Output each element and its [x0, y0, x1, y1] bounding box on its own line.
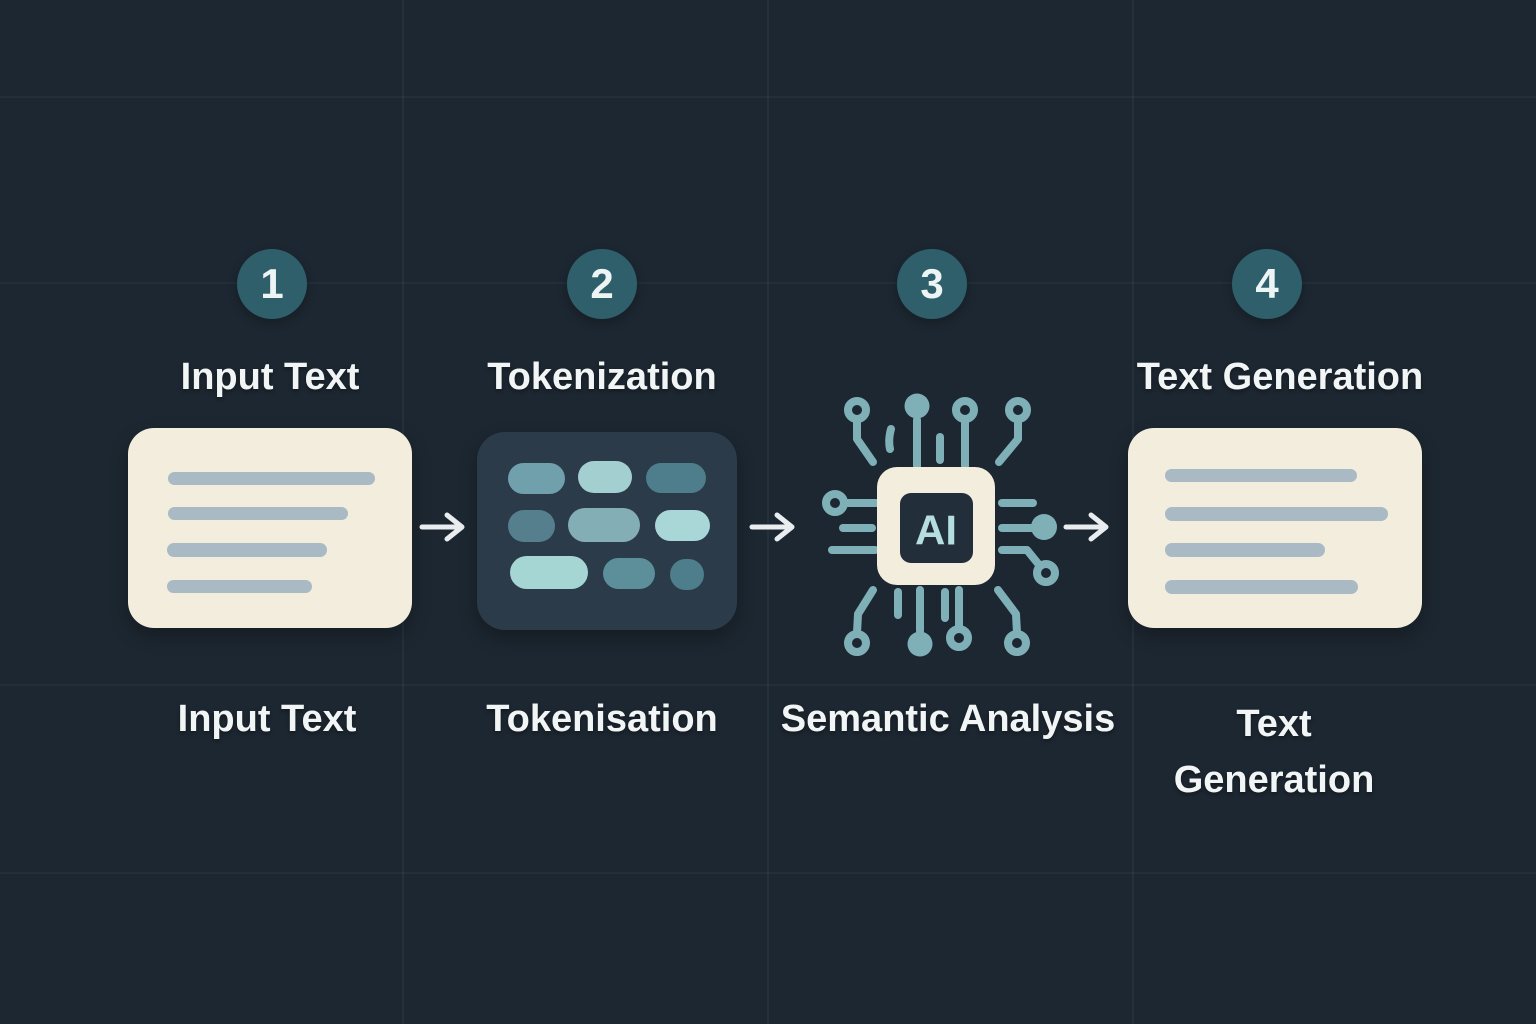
grid-line: [0, 684, 1536, 686]
step-top-label-text-generation: Text Generation: [1136, 356, 1424, 398]
text-line: [167, 580, 312, 593]
token-pill: [670, 559, 704, 590]
grid-line: [767, 0, 769, 1024]
document-card-icon: [128, 428, 412, 628]
token-pill: [508, 463, 565, 494]
ai-chip-icon: AI: [822, 393, 1059, 657]
step-number: 1: [260, 260, 284, 307]
grid-line: [0, 872, 1536, 874]
token-grid-icon: [477, 432, 737, 630]
token-pill: [568, 508, 640, 542]
right-arrow-icon: [749, 512, 795, 542]
step-top-label-tokenization: Tokenization: [487, 356, 717, 398]
chip-label: AI: [915, 507, 957, 554]
step-badge-4: 4: [1232, 249, 1302, 319]
token-pill: [603, 558, 655, 589]
step-number: 2: [590, 260, 614, 307]
grid-line: [0, 282, 1536, 284]
text-line: [1165, 580, 1358, 594]
step-number: 4: [1255, 260, 1279, 307]
step-bottom-label-tokenisation: Tokenisation: [486, 698, 718, 740]
right-arrow-icon: [1063, 512, 1109, 542]
text-line: [168, 472, 375, 485]
token-pill: [510, 556, 588, 589]
token-pill: [655, 510, 710, 541]
text-line: [1165, 543, 1325, 557]
circuit-traces: [822, 393, 1059, 657]
step-bottom-label-semantic-analysis: Semantic Analysis: [780, 698, 1116, 740]
text-line: [168, 507, 348, 520]
text-line: [1165, 507, 1388, 521]
chip-body: AI: [877, 467, 995, 585]
document-card-icon: [1128, 428, 1422, 628]
step-badge-3: 3: [897, 249, 967, 319]
step-badge-2: 2: [567, 249, 637, 319]
step-bottom-label-input-text: Input Text: [177, 698, 357, 740]
right-arrow-icon: [419, 512, 465, 542]
step-number: 3: [920, 260, 944, 307]
grid-line: [0, 96, 1536, 98]
step-bottom-label-text-generation: Text Generation: [1173, 703, 1375, 801]
token-pill: [508, 510, 555, 542]
step-badge-1: 1: [237, 249, 307, 319]
token-pill: [646, 463, 706, 493]
step-top-label-input-text: Input Text: [180, 356, 360, 398]
token-pill: [578, 461, 632, 493]
text-line: [1165, 469, 1357, 482]
text-line: [167, 543, 327, 557]
